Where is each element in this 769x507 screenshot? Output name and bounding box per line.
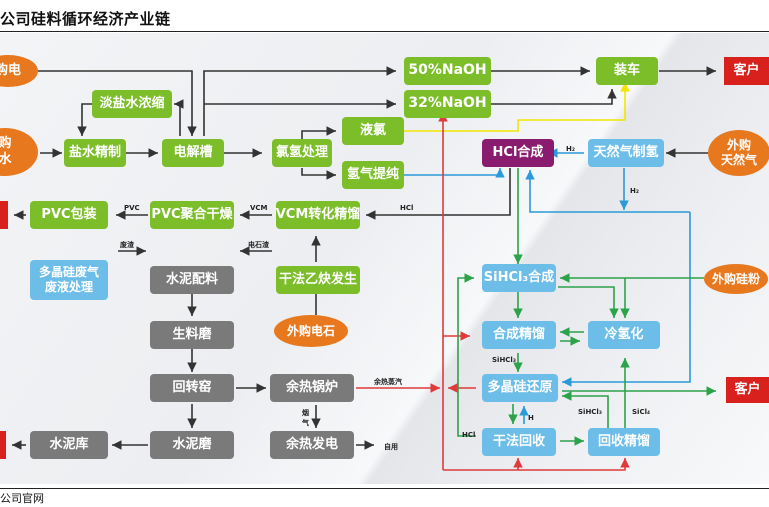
node-customer-cement xyxy=(0,431,6,459)
node-hydrogen-purify: 氢气提纯 xyxy=(342,161,404,189)
node-customer-top: 客户 xyxy=(724,57,769,85)
edge-naoh32-loading xyxy=(491,89,617,105)
node-naoh-32: 32%NaOH xyxy=(404,90,491,118)
node-vcm: VCM转化精馏 xyxy=(276,201,360,229)
node-poly-reduction: 多晶硅还原 xyxy=(482,374,558,402)
node-waste-treat: 多晶硅废气 废液处理 xyxy=(30,260,108,300)
node-kiln: 回转窑 xyxy=(150,374,234,402)
edge-steam-recdist xyxy=(518,458,630,471)
label-sihcl3-back: SiHCl₃ xyxy=(578,408,602,416)
node-brine-concentrate: 淡盐水浓缩 xyxy=(92,90,172,118)
page-title: 公司硅料循环经济产业链 xyxy=(0,10,171,28)
label-vcm: VCM xyxy=(250,204,268,212)
edge-chlor-liquid xyxy=(301,126,336,140)
node-hcl-synthesis: HCl合成 xyxy=(482,139,554,167)
node-brine-refine: 盐水精制 xyxy=(64,139,126,167)
edge-hcl-vcm xyxy=(366,168,511,220)
edge-power-electrolyzer xyxy=(38,70,197,136)
label-waste-slag: 废渣 xyxy=(120,241,134,249)
node-cement-store: 水泥库 xyxy=(30,431,108,459)
label-carbide-slag: 电石渣 xyxy=(248,241,269,249)
node-boiler: 余热锅炉 xyxy=(270,374,354,402)
node-naoh-50: 50%NaOH xyxy=(404,57,491,85)
node-cold-hydrogenation: 冷氢化 xyxy=(588,321,660,349)
edge-concentrate-brine xyxy=(77,103,92,136)
label-h2-b: H₂ xyxy=(630,187,639,195)
edge-sihcl3-cold xyxy=(558,286,619,318)
node-chlor-treat: 氯氢处理 xyxy=(272,139,332,167)
edge-loop-poly xyxy=(562,212,691,387)
node-buy-carbide: 外购电石 xyxy=(274,315,348,347)
label-self-use: 自用 xyxy=(384,443,398,451)
label-steam: 余热蒸汽 xyxy=(374,378,402,386)
edge-electrolyzer-concentrate xyxy=(174,99,184,136)
label-hcl-vcm: HCl xyxy=(400,204,414,212)
edge-liquid-loading xyxy=(404,82,630,132)
node-loading: 装车 xyxy=(596,57,658,85)
label-pvc: PVC xyxy=(124,204,140,212)
edge-steam-dryrec xyxy=(443,458,523,471)
node-pvc-pack: PVC包装 xyxy=(30,201,108,229)
edge-chlor-hydrogen xyxy=(301,168,336,180)
footer-divider xyxy=(0,488,769,489)
node-recovery-distill: 回收精馏 xyxy=(588,428,660,456)
node-heat-power: 余热发电 xyxy=(270,431,354,459)
node-pvc-poly: PVC聚合干燥 xyxy=(150,201,234,229)
label-sicl4: SiCl₄ xyxy=(632,408,651,416)
edge-h2purify-hcl xyxy=(404,168,505,178)
node-sihcl3-synthesis: SiHCl₃合成 xyxy=(482,264,556,292)
label-hcl-recover: HCl xyxy=(462,431,476,439)
node-acetylene: 干法乙炔发生 xyxy=(276,266,360,294)
label-flue: 烟气 xyxy=(302,409,309,427)
node-liquid-chlorine: 液氯 xyxy=(342,117,404,145)
node-buy-gas: 外购 天然气 xyxy=(708,130,769,176)
edge-dryrec-sihcl3 xyxy=(457,273,476,437)
node-cement-mix: 水泥配料 xyxy=(150,266,234,294)
edge-electrolyzer-naoh50 xyxy=(203,66,396,136)
node-dry-recovery: 干法回收 xyxy=(482,428,556,456)
title-divider xyxy=(0,31,769,32)
node-raw-mill: 生料磨 xyxy=(150,321,234,349)
node-synth-distill: 合成精馏 xyxy=(482,321,556,349)
node-customer-pvc xyxy=(0,201,8,229)
label-sihcl3-down: SiHCl₃ xyxy=(492,356,516,364)
source-note: 公司官网 xyxy=(0,492,44,505)
edge-recdist-poly xyxy=(562,391,609,428)
edge-loop-hcl xyxy=(525,170,690,213)
node-electrolyzer: 电解槽 xyxy=(162,139,224,167)
node-gas-hydrogen: 天然气制氢 xyxy=(588,139,664,167)
label-h-up: H xyxy=(528,414,534,422)
label-h2-a: H₂ xyxy=(566,145,575,153)
node-buy-silicon: 外购硅粉 xyxy=(704,264,768,294)
node-cement-mill: 水泥磨 xyxy=(150,431,234,459)
node-customer-mid: 客户 xyxy=(726,377,769,403)
